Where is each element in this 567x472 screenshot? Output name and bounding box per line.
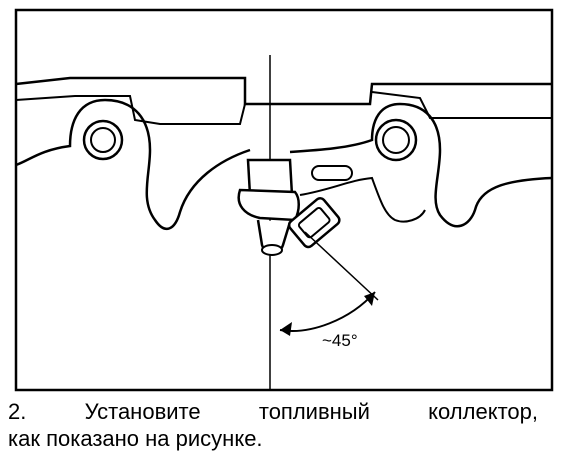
injector-ring: [237, 188, 300, 222]
angle-arrow-right: [364, 292, 375, 306]
caption-line-1: 2. Установите топливный коллектор,: [8, 399, 538, 424]
right-bolt-hole-outer: [374, 118, 418, 162]
angle-arc: [279, 291, 376, 332]
fuel-manifold-diagram: ~45°: [14, 8, 554, 392]
angle-label: ~45°: [322, 331, 358, 350]
casting-slot: [311, 165, 353, 181]
right-mounting-lobe: [289, 102, 553, 228]
injector-tip: [261, 244, 283, 256]
right-bolt-hole-inner: [382, 126, 410, 154]
injector-connector-socket: [297, 206, 331, 239]
figure-caption: 2. Установите топливный коллектор, как п…: [8, 398, 538, 452]
angle-arrow-left: [280, 322, 292, 336]
lower-bracket: [299, 176, 426, 223]
left-bolt-hole-inner: [90, 127, 116, 153]
left-bolt-hole-outer: [82, 119, 124, 161]
left-mounting-lobe: [15, 98, 251, 231]
caption-line-2: как показано на рисунке.: [8, 426, 263, 451]
connector-axis-line: [304, 231, 379, 301]
figure-frame: [14, 8, 554, 392]
injector-connector: [287, 197, 341, 249]
manifold-casting-inner-line: [15, 91, 552, 125]
